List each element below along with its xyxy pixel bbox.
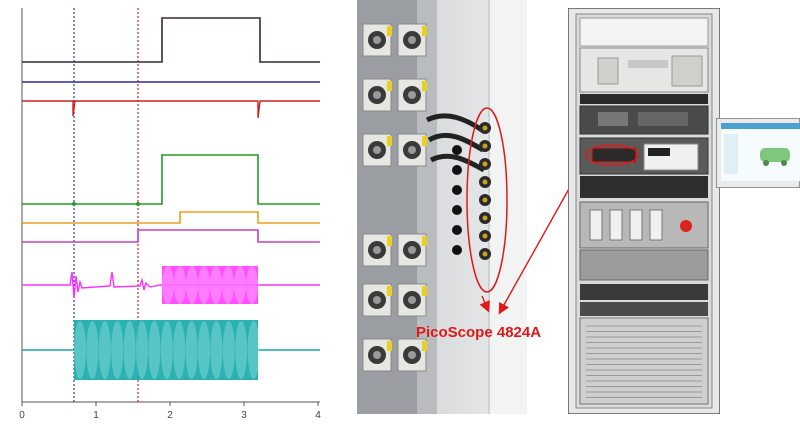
oscilloscope-waveform-chart: 0 1 2 3 4 [19, 8, 321, 421]
channel-5-trace [22, 211, 320, 224]
x-tick-label: 3 [241, 410, 247, 421]
channel-7-trace [22, 266, 320, 304]
x-tick-label: 4 [315, 410, 321, 421]
power-module-slot [649, 209, 663, 241]
power-module-slot [609, 209, 623, 241]
test-rack-photo [568, 8, 720, 414]
channel-4-marker-1 [72, 202, 76, 206]
channel-7-burst [162, 266, 258, 304]
channel-8-burst [74, 320, 258, 380]
rack-unit-supply-1 [580, 284, 708, 300]
channel-4-marker-2 [136, 202, 140, 206]
device-caption: PicoScope 4824A [416, 324, 542, 341]
x-tick-label: 0 [19, 410, 25, 421]
vehicle-graphic [760, 148, 790, 162]
pc-monitor [716, 118, 800, 188]
power-module-slot [589, 209, 603, 241]
x-tick-label: 2 [167, 410, 173, 421]
power-module-slot [629, 209, 643, 241]
bnc-connector-column [452, 122, 491, 260]
rack-unit-black [580, 94, 708, 104]
channel-4-trace [22, 154, 320, 205]
channel-1-trace [22, 17, 320, 63]
rack-highlight-ellipse [585, 144, 639, 166]
instrument-panel-photo [357, 0, 527, 414]
rack-unit-supply-2 [580, 302, 708, 316]
channel-3-trace [22, 100, 320, 119]
rack-unit-load [579, 317, 709, 405]
x-tick-label: 1 [93, 410, 99, 421]
panel-connector [362, 133, 392, 167]
channel-6-trace [22, 229, 320, 243]
rack-unit-top [579, 17, 709, 47]
channel-8-trace [22, 320, 320, 380]
rack-unit-io [579, 249, 709, 281]
rack-unit-switch [580, 176, 708, 198]
